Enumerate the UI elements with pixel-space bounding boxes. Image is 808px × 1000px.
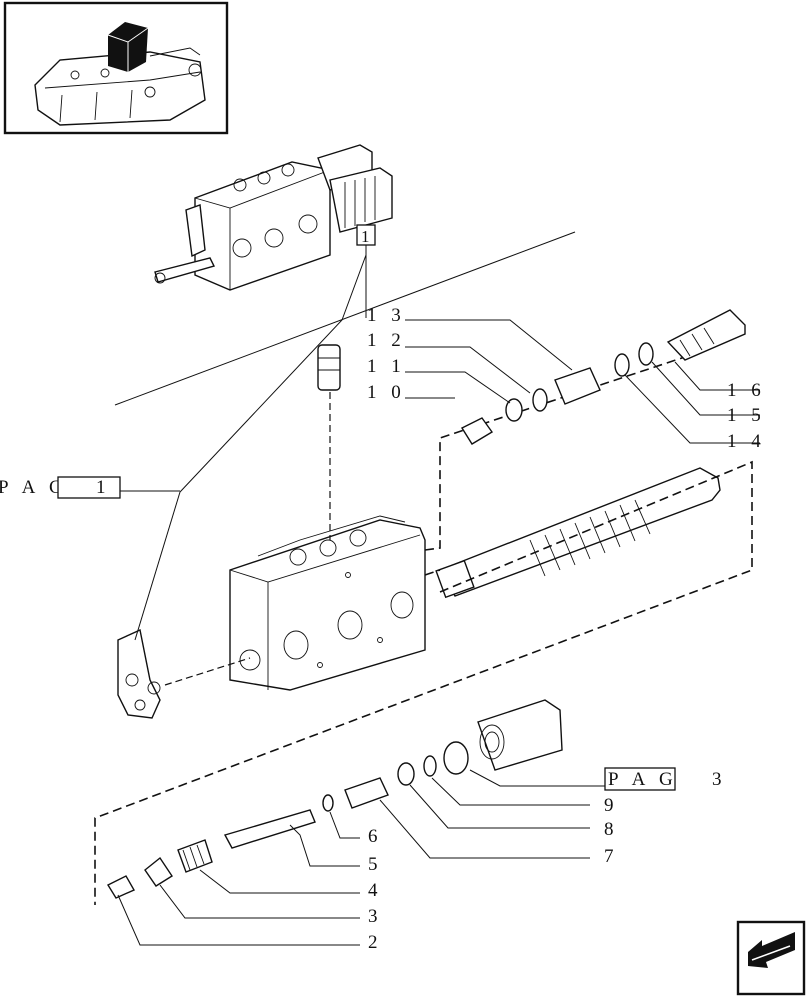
valve-body	[229, 515, 426, 691]
back-navigation-button[interactable]	[736, 920, 806, 996]
part-13	[554, 367, 601, 405]
thumbnail-frame[interactable]	[3, 1, 229, 135]
part-2	[107, 875, 135, 899]
tractor-lift-cover-icon	[34, 22, 206, 126]
callout-8: 8	[604, 819, 619, 840]
callout-7: 7	[604, 846, 619, 867]
part-7	[344, 777, 389, 809]
sleeve-part	[443, 699, 563, 775]
arrow-back-icon	[748, 932, 795, 968]
reference-box-label: 1	[361, 227, 370, 246]
part-14	[614, 353, 630, 377]
callout-14: 1 4	[727, 431, 766, 452]
part-9	[423, 755, 437, 777]
page-reference-3[interactable]: P A G 3	[604, 767, 727, 791]
part-12	[532, 388, 548, 412]
part-6	[322, 794, 334, 812]
part-11	[505, 398, 523, 422]
callout-13: 1 3	[367, 305, 406, 326]
reference-box: 1	[356, 224, 376, 246]
page-reference-prefix: P A G	[0, 477, 68, 498]
callout-10: 1 0	[367, 382, 406, 403]
callout-5: 5	[368, 854, 383, 875]
callout-9: 9	[604, 795, 619, 816]
valve-assembly-overview	[154, 144, 393, 291]
page-reference-prefix: P A G	[608, 769, 678, 790]
callout-11: 1 1	[367, 356, 406, 377]
page-reference-number: 3	[712, 769, 727, 790]
callout-4: 4	[368, 880, 383, 901]
callout-16: 1 6	[727, 380, 766, 401]
callout-12: 1 2	[367, 330, 406, 351]
page-reference-number: 1	[96, 477, 111, 498]
spool-part	[435, 467, 721, 599]
part-16	[666, 309, 746, 361]
part-5	[223, 809, 316, 849]
part-15	[638, 342, 654, 366]
lever-part	[117, 628, 161, 719]
part-8	[397, 762, 415, 786]
part-4	[177, 839, 213, 873]
callout-6: 6	[368, 826, 383, 847]
callout-15: 1 5	[727, 405, 766, 426]
callout-2: 2	[368, 932, 383, 953]
plug-part	[317, 344, 341, 391]
part-10	[460, 417, 494, 445]
callout-3: 3	[368, 906, 383, 927]
part-3	[144, 856, 173, 887]
page-reference-1[interactable]: P A G 1	[0, 476, 121, 499]
